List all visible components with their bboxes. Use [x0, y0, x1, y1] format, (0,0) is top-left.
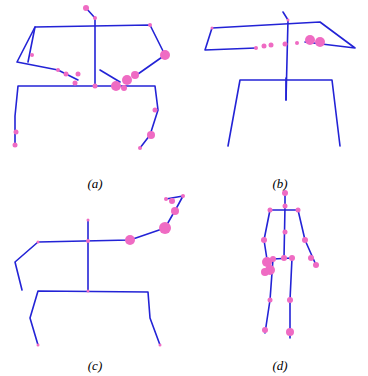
bone	[205, 22, 355, 50]
bone	[100, 70, 120, 82]
joint-dot	[254, 46, 258, 50]
joint-dot	[87, 290, 90, 293]
joint-dot	[289, 255, 295, 261]
joint-dot	[14, 130, 19, 135]
joint-dot	[87, 219, 90, 222]
joint-dot	[315, 37, 325, 47]
joint-dot	[93, 16, 97, 20]
bone	[285, 78, 287, 100]
joint-dot	[153, 108, 158, 113]
joint-dot	[270, 256, 276, 262]
joint-dot	[283, 204, 288, 209]
joint-dot	[93, 84, 98, 89]
joint-dot	[171, 207, 179, 215]
panel-label: (b)	[272, 177, 287, 190]
joint-dot	[122, 75, 132, 85]
joint-dot	[30, 53, 34, 57]
joint-dot	[159, 344, 162, 347]
joint-dot	[37, 241, 40, 244]
joint-dot	[147, 131, 155, 139]
bone	[28, 25, 165, 74]
joint-dot	[86, 239, 90, 243]
skeleton-a	[13, 5, 171, 150]
skeleton-d	[261, 190, 319, 338]
joint-dot	[160, 50, 170, 60]
joint-dot	[13, 143, 18, 148]
joint-dot	[76, 72, 81, 77]
panel-label: (a)	[87, 177, 102, 190]
bone	[284, 193, 285, 258]
joint-dot	[268, 208, 273, 213]
joint-dot	[282, 190, 288, 196]
panel-label: (d)	[272, 359, 287, 372]
bone	[15, 86, 158, 148]
joint-dot	[125, 235, 135, 245]
joint-dot	[169, 198, 175, 204]
joint-dot	[261, 237, 267, 243]
joint-dot	[305, 35, 315, 45]
bone	[264, 210, 316, 266]
joint-dot	[262, 327, 268, 333]
bone	[30, 291, 160, 345]
joint-dot	[159, 222, 171, 234]
bone	[15, 196, 183, 290]
joint-dot	[283, 42, 288, 47]
joint-dot	[37, 344, 40, 347]
joint-dot	[261, 268, 269, 276]
bone	[87, 220, 89, 291]
bone	[283, 12, 288, 100]
joint-dot	[295, 41, 299, 45]
bone	[17, 27, 78, 80]
joint-dot	[296, 208, 301, 213]
joint-dot	[148, 23, 152, 27]
joint-dot	[313, 262, 319, 268]
joint-dot	[268, 298, 273, 303]
joint-dot	[287, 19, 290, 22]
bone	[86, 8, 95, 86]
panel-label: (c)	[88, 359, 102, 372]
joint-dot	[308, 255, 314, 261]
joint-dot	[281, 255, 287, 261]
joint-dot	[56, 68, 60, 72]
joint-dot	[287, 297, 293, 303]
bone	[265, 258, 292, 338]
joint-dot	[181, 194, 185, 198]
joint-dot	[121, 85, 127, 91]
joint-dot	[283, 230, 288, 235]
joint-dot	[302, 237, 308, 243]
bone	[228, 80, 340, 146]
skeleton-b	[205, 12, 355, 146]
joint-dot	[131, 71, 139, 79]
joint-dot	[269, 43, 274, 48]
joint-dot	[73, 81, 78, 86]
joint-dot	[286, 328, 294, 336]
joint-dot	[111, 81, 121, 91]
joint-dot	[211, 27, 214, 30]
joint-dot	[164, 197, 168, 201]
joint-dot	[83, 5, 89, 11]
joint-dot	[64, 72, 69, 77]
joint-dot	[262, 44, 267, 49]
skeleton-c	[15, 194, 185, 347]
joint-dot	[138, 146, 142, 150]
